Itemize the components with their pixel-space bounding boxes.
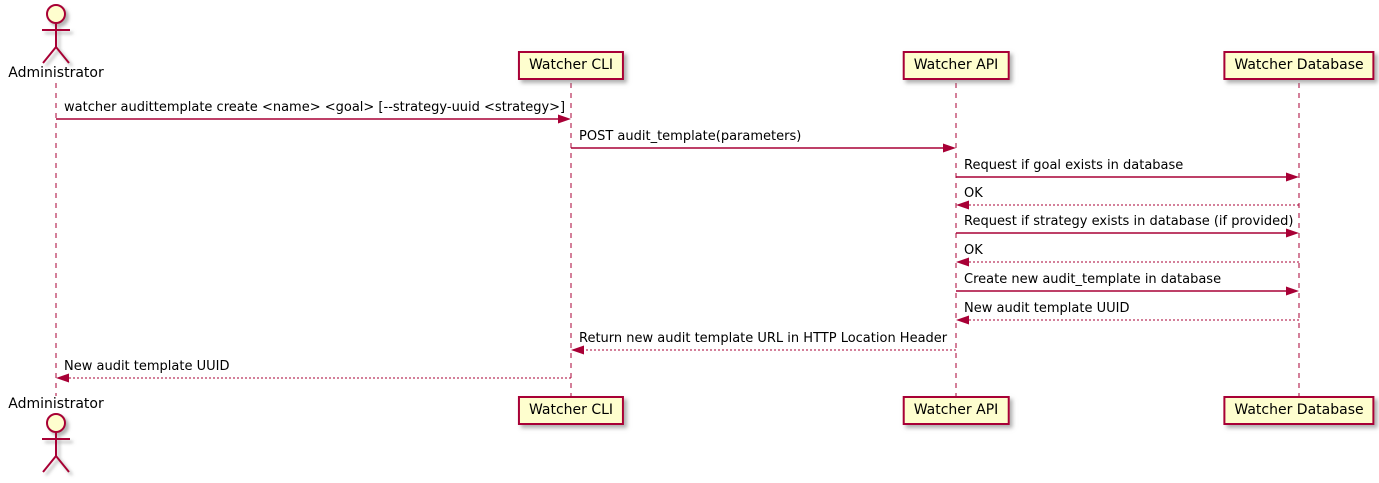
- participant-box-top-cli: Watcher CLI: [517, 51, 625, 80]
- message-label-7: Create new audit_template in database: [964, 272, 1222, 287]
- message-label-9: Return new audit template URL in HTTP Lo…: [579, 331, 948, 346]
- participant-box-bottom-cli: Watcher CLI: [517, 396, 625, 425]
- actor-label-bottom-admin: Administrator: [8, 396, 104, 412]
- participant-box-top-api: Watcher API: [902, 51, 1010, 80]
- message-arrowhead-1: [558, 114, 571, 124]
- actor-leg-left: [42, 455, 57, 473]
- message-label-8: New audit template UUID: [964, 301, 1130, 316]
- actor-leg-right: [55, 46, 70, 64]
- message-arrowhead-9: [571, 345, 584, 355]
- message-arrowhead-7: [1286, 286, 1299, 296]
- message-label-6: OK: [964, 243, 983, 258]
- actor-figure-bottom-admin: [42, 413, 70, 473]
- message-arrowhead-5: [1286, 228, 1299, 238]
- message-arrowhead-3: [1286, 172, 1299, 182]
- message-label-2: POST audit_template(parameters): [579, 129, 802, 144]
- participant-box-top-db: Watcher Database: [1223, 51, 1375, 80]
- message-arrowhead-10: [56, 373, 69, 383]
- participant-box-bottom-db: Watcher Database: [1223, 396, 1375, 425]
- actor-leg-left: [42, 46, 57, 64]
- message-label-3: Request if goal exists in database: [964, 158, 1184, 173]
- actor-leg-right: [55, 455, 70, 473]
- message-arrowhead-4: [956, 200, 969, 210]
- actor-figure-top-admin: [42, 4, 70, 64]
- message-arrowhead-8: [956, 315, 969, 325]
- participant-box-bottom-api: Watcher API: [902, 396, 1010, 425]
- message-arrowhead-2: [943, 143, 956, 153]
- message-arrowhead-6: [956, 257, 969, 267]
- message-label-4: OK: [964, 186, 983, 201]
- message-label-1: watcher audittemplate create <name> <goa…: [64, 100, 566, 115]
- message-label-10: New audit template UUID: [64, 359, 230, 374]
- message-label-5: Request if strategy exists in database (…: [964, 214, 1294, 229]
- actor-label-top-admin: Administrator: [8, 65, 104, 81]
